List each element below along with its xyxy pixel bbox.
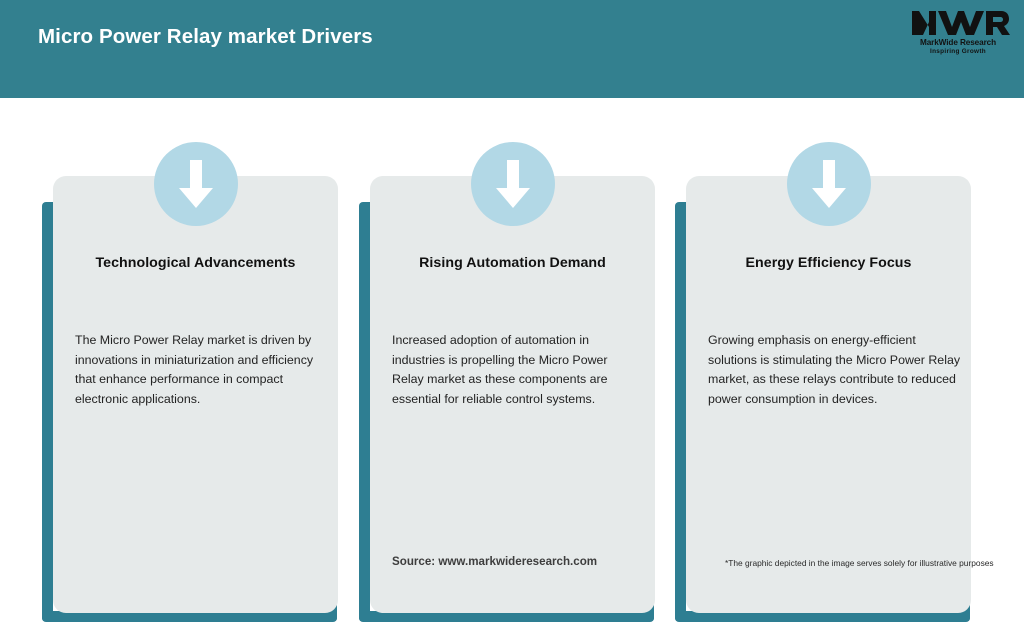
driver-card-3[interactable]: Energy Efficiency Focus Growing emphasis… [675, 142, 971, 622]
mwr-monogram-icon [912, 11, 1010, 35]
card-panel: Rising Automation Demand Increased adopt… [370, 142, 655, 613]
card-heading: Rising Automation Demand [419, 255, 606, 271]
logo-company-name: MarkWide Research [919, 38, 997, 47]
company-logo: MarkWide Research Inspiring Growth [906, 8, 1010, 60]
card-body-text: The Micro Power Relay market is driven b… [75, 333, 314, 406]
arrow-down-icon [786, 142, 871, 226]
cards-container: Technological Advancements The Micro Pow… [0, 98, 1024, 622]
card-heading: Energy Efficiency Focus [745, 255, 912, 271]
arrow-down-icon [470, 142, 555, 226]
card-heading: Technological Advancements [95, 255, 296, 271]
card-panel: Energy Efficiency Focus Growing emphasis… [686, 142, 971, 613]
card-panel: Technological Advancements The Micro Pow… [53, 142, 338, 613]
arrow-down-glyph [495, 160, 530, 208]
disclaimer-note: *The graphic depicted in the image serve… [725, 558, 994, 568]
arrow-down-glyph [811, 160, 846, 208]
arrow-down-glyph [178, 160, 213, 208]
card-body-text: Increased adoption of automation in indu… [392, 333, 608, 406]
arrow-down-icon [153, 142, 238, 226]
header-bar: Micro Power Relay market Drivers MarkWid… [0, 0, 1024, 98]
driver-card-2[interactable]: Rising Automation Demand Increased adopt… [359, 142, 655, 622]
driver-card-1[interactable]: Technological Advancements The Micro Pow… [42, 142, 338, 622]
source-label: Source: www.markwideresearch.com [392, 555, 598, 568]
page-title: Micro Power Relay market Drivers [38, 25, 373, 48]
card-body-text: Growing emphasis on energy-efficient sol… [708, 333, 961, 406]
logo-tagline: Inspiring Growth [930, 48, 986, 55]
